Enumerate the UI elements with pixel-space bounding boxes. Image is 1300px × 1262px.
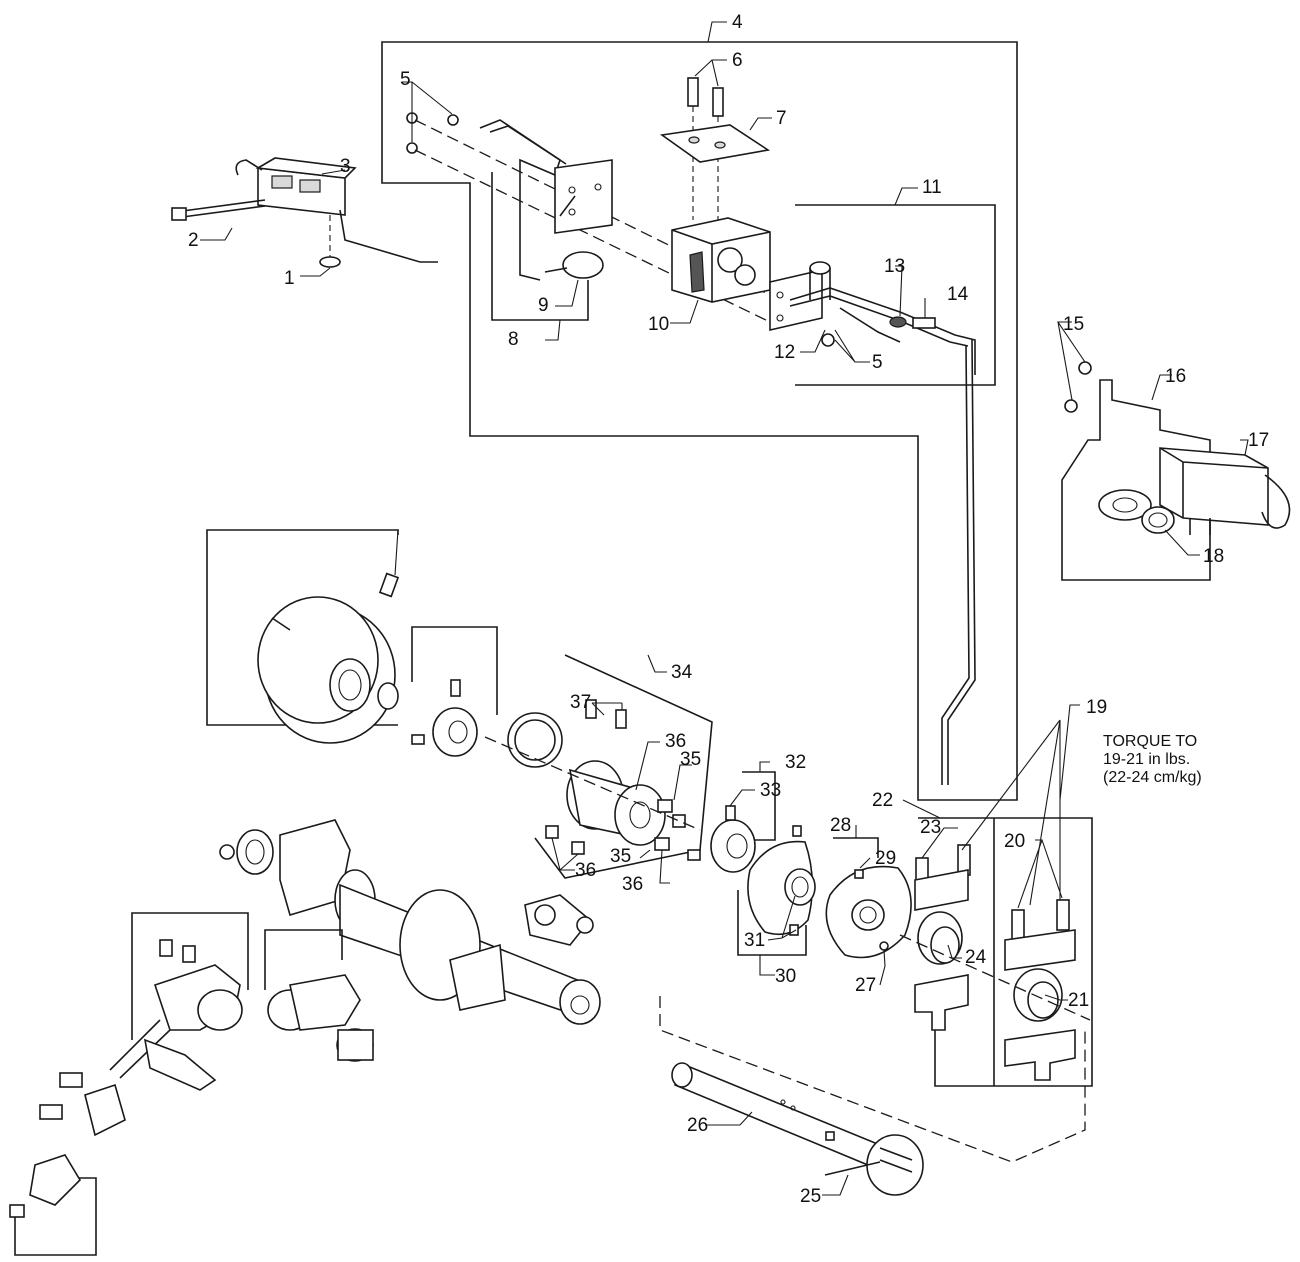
callout-5-top: 5 [400, 69, 411, 90]
callout-30: 30 [775, 966, 796, 987]
callout-4: 4 [732, 12, 743, 33]
callout-36-left: 36 [575, 860, 596, 881]
callout-8: 8 [508, 329, 519, 350]
group-26-outline [659, 996, 1086, 1163]
callout-17: 17 [1248, 430, 1269, 451]
callout-18: 18 [1203, 546, 1224, 567]
callout-10: 10 [648, 314, 669, 335]
bracket-assembly [171, 157, 438, 268]
group-4-outline [381, 41, 1018, 801]
callout-33: 33 [760, 780, 781, 801]
callout-31: 31 [744, 930, 765, 951]
callout-37: 37 [570, 692, 591, 713]
shaft-clamp-assembly [899, 844, 1091, 1081]
leader-lines [200, 21, 1249, 1196]
torque-note-line-2: 19-21 in lbs. [1103, 751, 1190, 768]
callout-15: 15 [1063, 314, 1084, 335]
cam-28 [825, 865, 912, 959]
group-22-outline [918, 817, 1093, 1087]
group-8-outline [491, 172, 589, 321]
callout-6: 6 [732, 50, 743, 71]
linkage-assembly [9, 939, 374, 1218]
pulley-assembly [257, 572, 400, 744]
callout-1: 1 [284, 268, 295, 289]
collar-32 [687, 805, 756, 873]
group-28-outline [833, 837, 879, 858]
group-coupling-outline [264, 929, 343, 990]
callout-22: 22 [872, 790, 893, 811]
callout-14: 14 [947, 284, 969, 305]
group-30-outline [737, 890, 807, 956]
callout-20: 20 [1004, 831, 1025, 852]
collar-part [411, 679, 478, 757]
callout-3: 3 [340, 156, 351, 177]
callout-5-right: 5 [872, 352, 883, 373]
callout-16: 16 [1165, 366, 1186, 387]
torque-note-line-1: TORQUE TO [1103, 733, 1197, 750]
group-left-outline [131, 912, 249, 1040]
gear-hub-assembly [484, 699, 701, 855]
group-32-outline [742, 771, 776, 841]
callout-21: 21 [1068, 990, 1089, 1011]
callout-24: 24 [965, 947, 987, 968]
shaft-26 [671, 1062, 924, 1196]
callout-35-top: 35 [680, 749, 701, 770]
callout-36-bottom: 36 [622, 874, 643, 895]
callout-26: 26 [687, 1115, 708, 1136]
callout-36-top: 36 [665, 731, 686, 752]
callout-2: 2 [188, 230, 199, 251]
callout-29: 29 [875, 848, 896, 869]
callout-19: 19 [1086, 697, 1107, 718]
group-bottom-outline [14, 1177, 97, 1256]
callout-27: 27 [855, 975, 876, 996]
lever-assembly-11 [769, 261, 976, 785]
callout-11: 11 [922, 177, 942, 198]
main-shaft-assembly [219, 819, 601, 1025]
side-bracket-assembly [1061, 361, 1291, 581]
cam-30 [747, 825, 816, 936]
callout-35-bottom: 35 [610, 846, 631, 867]
callout-32: 32 [785, 752, 806, 773]
callout-12: 12 [774, 342, 795, 363]
upper-slide-assembly [406, 77, 771, 323]
callout-13: 13 [884, 256, 905, 277]
collar-group-outline [411, 626, 498, 715]
callout-23: 23 [920, 817, 941, 838]
torque-note-line-3: (22-24 cm/kg) [1103, 769, 1202, 786]
callout-25: 25 [800, 1186, 821, 1207]
callout-9: 9 [538, 295, 549, 316]
callout-7: 7 [776, 108, 787, 129]
torque-note: TORQUE TO 19-21 in lbs. (22-24 cm/kg) [1103, 733, 1202, 786]
callout-28: 28 [830, 815, 851, 836]
callout-34: 34 [671, 662, 693, 683]
